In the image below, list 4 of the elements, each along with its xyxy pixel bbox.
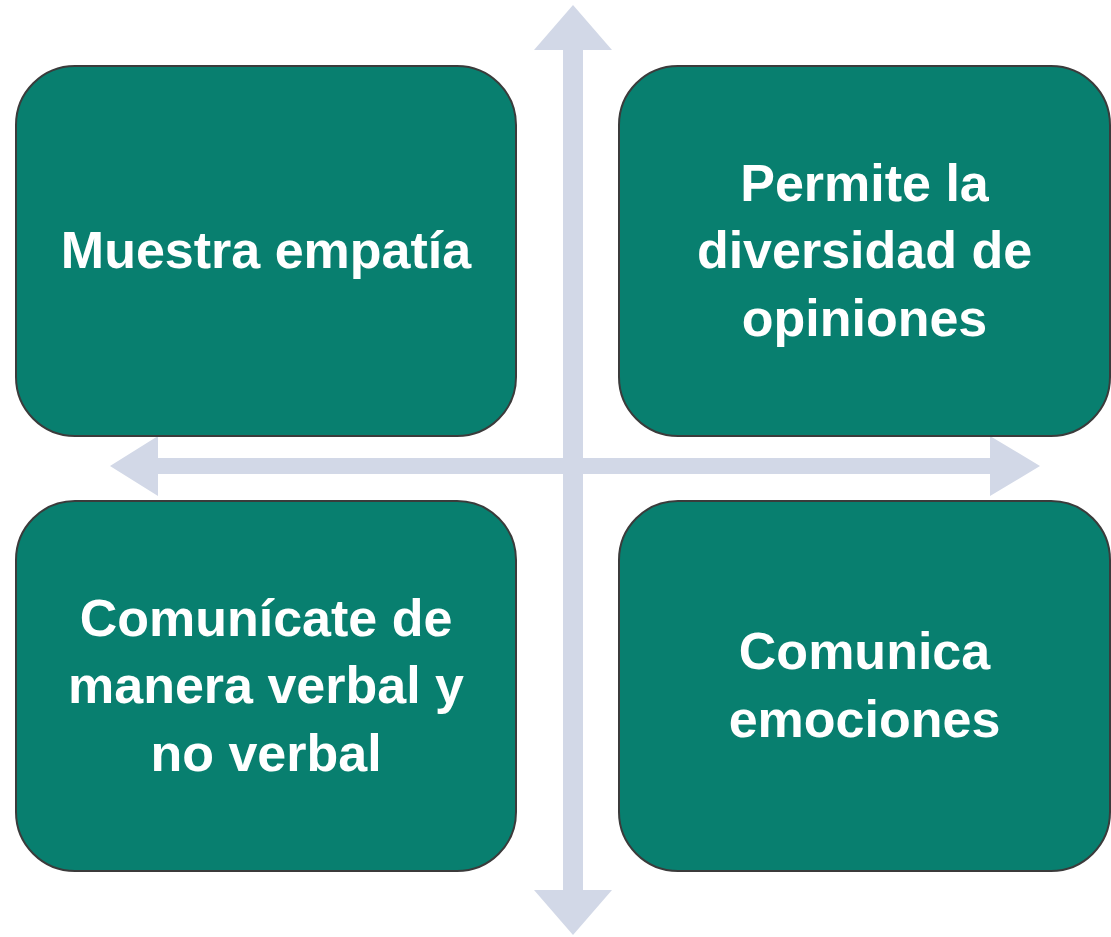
quadrant-box: Comunica emociones [618,500,1111,872]
quadrant-box: Permite la diversidad de opiniones [618,65,1111,437]
quadrant-box: Muestra empatía [15,65,517,437]
quadrant-box: Comunícate de manera verbal y no verbal [15,500,517,872]
